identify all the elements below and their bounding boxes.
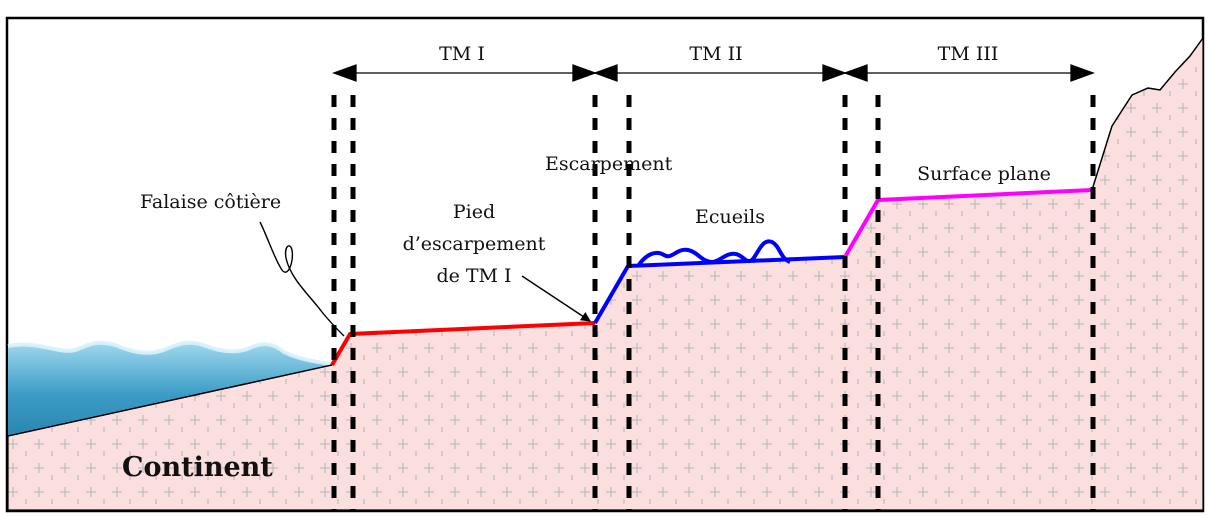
pied-label-line2: d’escarpement	[403, 233, 546, 255]
tm1-arrow-right-head	[572, 64, 597, 82]
sea-foam	[7, 340, 333, 366]
pied-label-line3: de TM I	[436, 265, 511, 287]
upland-outline	[1091, 37, 1204, 191]
pied-label-line1: Pied	[453, 201, 495, 223]
falaise-label: Falaise côtière	[140, 191, 281, 213]
sea	[8, 342, 332, 436]
continent-label: Continent	[122, 452, 273, 483]
falaise-pointer	[259, 221, 345, 337]
tm1-label: TM I	[439, 43, 485, 65]
ecueils-label: Ecueils	[695, 206, 765, 228]
tm2-arrow-right-head	[822, 64, 847, 82]
zone-arrows	[332, 64, 1095, 82]
surface-label: Surface plane	[917, 163, 1051, 185]
pied-arrow	[521, 275, 591, 322]
coast-outline	[7, 364, 333, 437]
tm3-arrow-left-head	[843, 64, 868, 82]
tm1-arrow-left-head	[332, 64, 357, 82]
tm3-surface-line	[843, 188, 1093, 259]
tm3-label: TM III	[938, 43, 999, 65]
boundary-dashes	[331, 95, 1096, 510]
tm3-arrow-right-head	[1070, 64, 1095, 82]
ecueils-bumps	[636, 239, 791, 268]
escarpement-label: Escarpement	[545, 153, 673, 175]
tm2-label: TM II	[689, 43, 742, 65]
tm2-arrow-left-head	[593, 64, 618, 82]
tm1-surface-line	[330, 321, 596, 367]
